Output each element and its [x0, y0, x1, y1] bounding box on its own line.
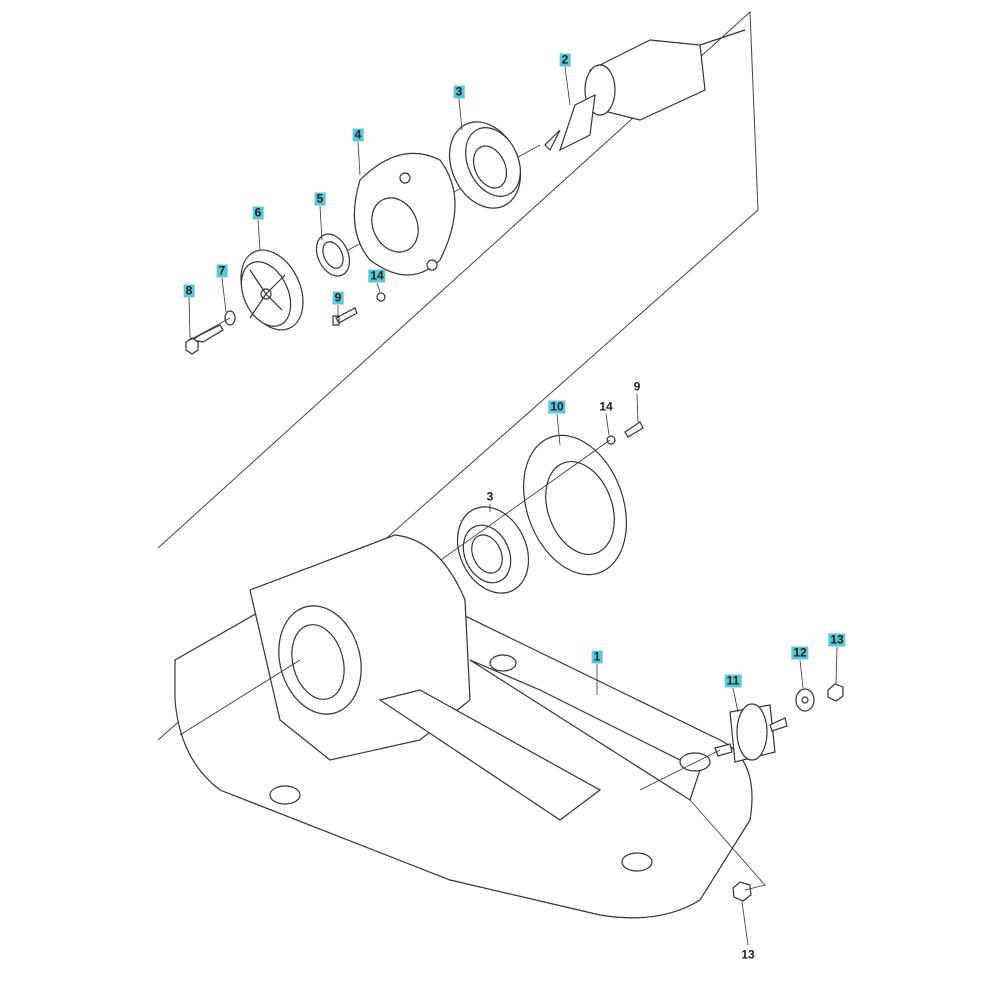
leader-lines: [188, 66, 838, 946]
part-1-base-plate: [174, 534, 753, 919]
callout-8[interactable]: 8: [183, 283, 195, 298]
callout-13[interactable]: 13: [828, 632, 846, 647]
callout-1[interactable]: 1: [591, 649, 603, 664]
part-14-washer-bottom: [606, 435, 616, 445]
part-8-bolt: [185, 324, 224, 355]
part-14-washer-top: [376, 292, 386, 302]
callout-2[interactable]: 2: [559, 52, 571, 67]
part-11-rubber-mount: [714, 703, 788, 763]
callout-9-plain: 9: [633, 379, 641, 394]
callout-3-plain: 3: [486, 489, 494, 504]
part-4-cover-plate: [353, 152, 456, 276]
part-5-seal: [315, 233, 351, 277]
callout-14[interactable]: 14: [368, 268, 386, 283]
part-12-washer: [795, 688, 815, 712]
callout-7[interactable]: 7: [216, 263, 228, 278]
callout-6[interactable]: 6: [252, 205, 264, 220]
callout-3[interactable]: 3: [453, 84, 465, 99]
part-13-nut-bottom: [732, 881, 752, 902]
part-13-nut-right: [827, 683, 844, 702]
callout-10[interactable]: 10: [548, 399, 566, 414]
part-3-bearing-bottom: [456, 506, 530, 594]
callout-5[interactable]: 5: [314, 191, 326, 206]
callout-13-plain: 13: [741, 947, 755, 962]
part-10-seal-plate: [523, 434, 627, 576]
frame-line: [157, 10, 759, 741]
callout-12[interactable]: 12: [791, 645, 809, 660]
callout-4[interactable]: 4: [352, 127, 364, 142]
callout-9[interactable]: 9: [332, 290, 344, 305]
part-3-bearing-top: [448, 121, 522, 209]
callout-11[interactable]: 11: [724, 673, 742, 688]
callout-14-plain: 14: [599, 399, 613, 414]
part-9-screw-bottom: [624, 421, 644, 438]
part-9-screw-top: [332, 307, 358, 326]
part-6-pulley: [240, 249, 304, 331]
